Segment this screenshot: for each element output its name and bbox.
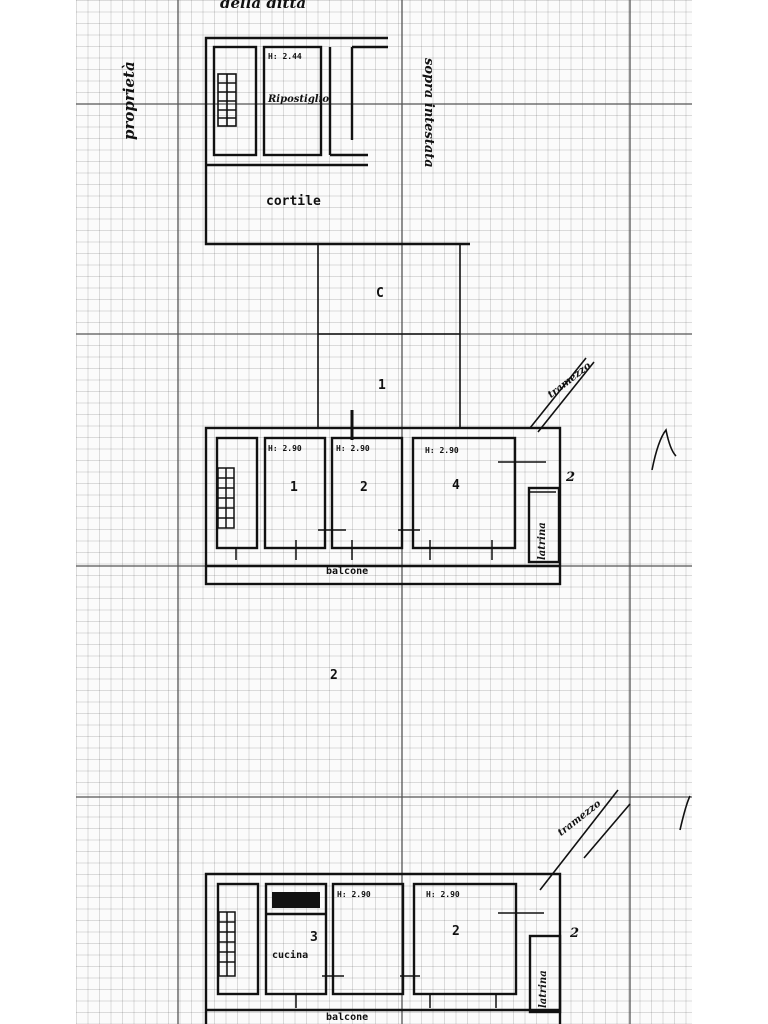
floor-2-hatched-fixture — [272, 892, 320, 908]
floor-2-number: 2 — [330, 668, 338, 683]
floor-2-kitchen: cucina — [272, 950, 309, 961]
floor-2-room-1-height: H: 2.90 — [337, 890, 371, 899]
floor-1-stairs — [217, 467, 235, 529]
graph-paper-sheet — [76, 0, 692, 1024]
floor-1-room-1-number: 1 — [290, 480, 298, 495]
floor-2-room-2-height: H: 2.90 — [426, 890, 460, 899]
upper-block — [204, 36, 470, 246]
floor-1-room-2-height: H: 2.90 — [336, 444, 370, 453]
side-text-left: proprietà — [120, 61, 138, 140]
floor-1-walls — [204, 426, 562, 586]
floor-2-room-1-number: 3 — [310, 930, 318, 945]
floor-1-openings — [235, 461, 556, 560]
floor-1-room-1-height: H: 2.90 — [268, 444, 302, 453]
floor-1-bathroom: latrina — [537, 522, 548, 560]
floor-1-side-digit: 2 — [566, 470, 576, 485]
floor-1-room-3-height: H: 2.90 — [425, 446, 459, 455]
floor-2-room-2-number: 2 — [452, 924, 460, 939]
floor-2-side-digit: 2 — [570, 926, 580, 941]
floor-1-room-3-number: 4 — [452, 478, 460, 493]
floor-2-walls — [204, 872, 562, 1024]
floor-2-balcony: balcone — [326, 1012, 369, 1023]
floor-2-openings — [295, 912, 544, 1008]
upper-stairs — [217, 73, 237, 127]
upper-room-height: H: 2.44 — [268, 52, 302, 61]
major-grid-lines — [76, 0, 692, 1024]
header-text: della ditta — [220, 0, 307, 12]
floor-1-room-2-number: 2 — [360, 480, 368, 495]
side-text-right: sopra intestata — [421, 58, 436, 168]
floor-1-number: 1 — [378, 378, 386, 393]
annotation-strokes — [529, 357, 691, 891]
corridor-letter: C — [376, 286, 384, 301]
courtyard-label: cortile — [266, 194, 321, 209]
floor-1-balcony: balcone — [326, 566, 369, 577]
corridor — [317, 244, 461, 440]
floor-2-stairs — [218, 911, 236, 977]
upper-room-use: Ripostiglio — [268, 94, 330, 105]
floor-2-bathroom: latrina — [538, 970, 549, 1008]
